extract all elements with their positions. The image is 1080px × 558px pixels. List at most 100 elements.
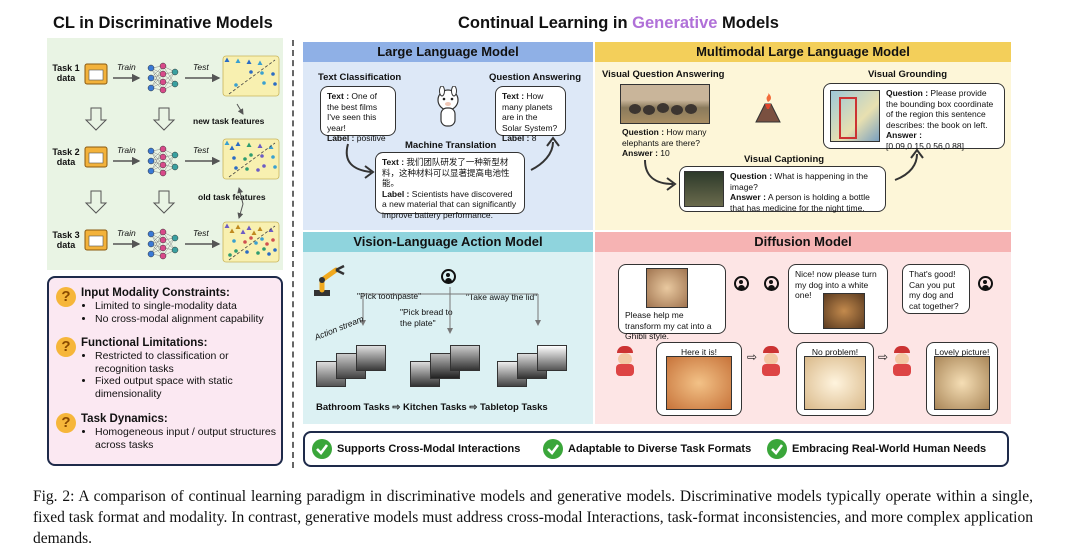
diff-request-1-text: Please help me transform my cat into a G… xyxy=(625,310,712,341)
vla-cmd-1: "Pick toothpaste" xyxy=(357,291,422,301)
bathroom-frames xyxy=(316,341,396,391)
diff-dog-image xyxy=(823,293,865,329)
network-node xyxy=(147,167,155,175)
network-node xyxy=(147,250,155,258)
mllm-header: Multimodal Large Language Model xyxy=(595,42,1011,62)
feature-point xyxy=(260,71,264,75)
feature-point xyxy=(234,166,238,170)
new-task-features-label: new task features xyxy=(193,116,265,126)
painter-icon-2 xyxy=(758,346,784,376)
feature-point xyxy=(256,168,260,172)
test-label-2: Test xyxy=(193,145,209,155)
limitation-1: ? Input Modality Constraints: Limited to… xyxy=(56,287,278,325)
feature-point xyxy=(245,167,249,171)
feature-point xyxy=(257,60,263,65)
robot-arm-icon xyxy=(314,264,345,296)
feature-point xyxy=(273,165,277,169)
discriminative-flow xyxy=(84,55,280,263)
qa-label: 8 xyxy=(531,133,537,143)
decision-boundary xyxy=(228,225,276,261)
tc-label: positive xyxy=(356,133,386,143)
question-bubble-icon: ? xyxy=(56,413,76,433)
feature-point xyxy=(234,83,238,87)
vla-cmd-2: "Pick bread to the plate" xyxy=(400,307,453,328)
network-node xyxy=(171,163,179,171)
feature-point xyxy=(246,59,252,64)
right-title-post: Models xyxy=(717,14,779,32)
vc-answer: A person is holding a bottle that has me… xyxy=(730,192,870,213)
diff-white-dog xyxy=(804,356,866,410)
panel-divider xyxy=(292,40,294,468)
feature-space xyxy=(222,55,280,97)
painter-icon-3 xyxy=(889,346,915,376)
network-node xyxy=(147,240,155,248)
diff-dog-cat xyxy=(934,356,990,410)
qa-bubble: Text : How many planets are in the Solar… xyxy=(495,86,566,143)
network-node xyxy=(171,68,179,76)
limitation-2: ? Functional Limitations: Restricted to … xyxy=(56,337,278,400)
vqa-title: Visual Question Answering xyxy=(602,69,725,80)
feature-point xyxy=(273,82,277,86)
train-label-3: Train xyxy=(117,228,136,238)
feature-point xyxy=(235,141,241,146)
vla-branch-lines xyxy=(360,287,541,334)
feature-point xyxy=(240,229,246,234)
feature-point xyxy=(224,57,230,62)
feature-point xyxy=(271,155,275,159)
train-label-2: Train xyxy=(117,145,136,155)
test-label-1: Test xyxy=(193,62,209,72)
network-node xyxy=(147,157,155,165)
tabletop-frames xyxy=(497,341,577,391)
question-bubble-icon: ? xyxy=(56,337,76,357)
down-arrow-icon xyxy=(152,190,176,214)
feature-point xyxy=(254,241,258,245)
diff-request-3-text: That's good! Can you put my dog and cat … xyxy=(909,269,959,311)
task3-label: Task 3 data xyxy=(52,230,80,250)
diff-cat-image xyxy=(646,268,688,308)
vla-task-bathroom: Bathroom Tasks xyxy=(316,402,390,413)
vla-task-row: Bathroom Tasks ⇨ Kitchen Tasks ⇨ Tableto… xyxy=(316,402,548,413)
llama-icon xyxy=(437,86,459,127)
network-node xyxy=(147,64,155,72)
network-node xyxy=(147,74,155,82)
diff-response-2-text: No problem! xyxy=(811,347,859,357)
feature-point xyxy=(249,70,253,74)
mt-title: Machine Translation xyxy=(405,140,497,151)
diff-user-icon-3 xyxy=(978,276,993,291)
diff-user-icon-1 xyxy=(734,276,749,291)
right-arrow-icon: ⇨ xyxy=(878,350,889,364)
feature-point xyxy=(256,251,260,255)
feature-point xyxy=(262,247,266,251)
vg-question: Please provide the bounding box coordina… xyxy=(886,88,994,130)
network-node xyxy=(159,236,167,244)
vqa-answer: 10 xyxy=(660,148,670,158)
limitation-2-item-2: Fixed output space with static dimension… xyxy=(95,375,278,400)
footer-bar xyxy=(303,431,1009,467)
diff-request-2-text: Nice! now please turn my dog into a whit… xyxy=(795,269,877,300)
feature-point xyxy=(260,154,264,158)
qa-title: Question Answering xyxy=(489,72,582,83)
test-label-3: Test xyxy=(193,228,209,238)
feature-point xyxy=(271,238,275,242)
network-node xyxy=(159,86,167,94)
diff-response-3-text: Lovely picture! xyxy=(934,347,990,357)
feature-point xyxy=(235,224,241,229)
down-arrow-icon xyxy=(84,190,108,214)
network-node xyxy=(159,244,167,252)
feature-point xyxy=(267,252,271,256)
network-node xyxy=(159,145,167,153)
network-node xyxy=(171,151,179,159)
tc-text: One of the best films I've seen this yea… xyxy=(327,91,378,133)
network-node xyxy=(147,147,155,155)
limitation-1-title: Input Modality Constraints: xyxy=(81,287,230,299)
mt-text: 我们团队研发了一种新型材料，这种材料可以显著提高电池性能。 xyxy=(382,157,510,188)
vla-task-tabletop: Tabletop Tasks xyxy=(479,402,548,413)
limitation-3: ? Task Dynamics: Homogeneous input / out… xyxy=(56,413,278,451)
llm-flow-arrows xyxy=(345,136,560,179)
limitation-3-item-1: Homogeneous input / output structures ac… xyxy=(95,426,278,451)
decision-boundary xyxy=(228,59,276,95)
vqa-image xyxy=(620,84,710,124)
feature-point xyxy=(251,230,257,235)
network-node xyxy=(159,153,167,161)
right-title-pre: Continual Learning in xyxy=(458,14,633,32)
